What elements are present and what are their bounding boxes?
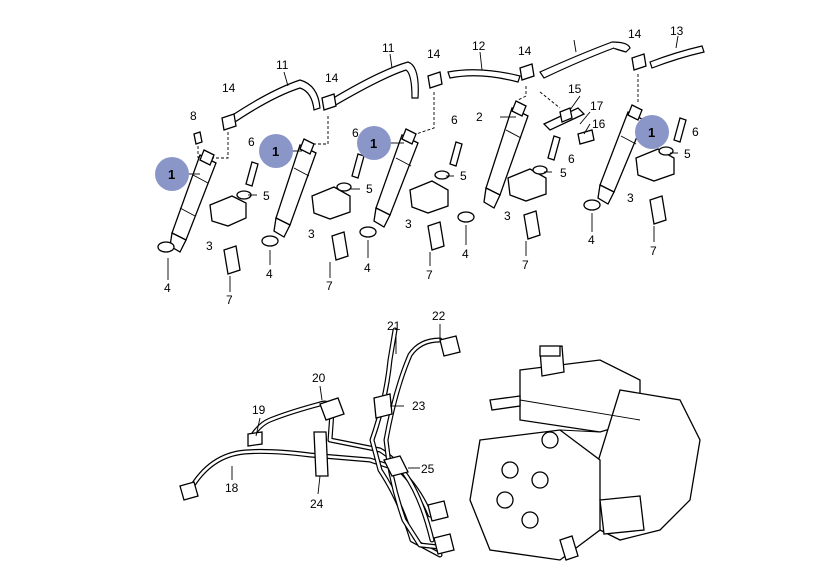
label-7-d: 7: [522, 258, 529, 272]
label-24: 24: [310, 497, 324, 511]
label-2: 2: [476, 110, 483, 124]
label-6-c: 6: [451, 113, 458, 127]
label-3-e: 3: [627, 191, 634, 205]
guide-lines: [197, 74, 639, 159]
label-6-e: 6: [692, 125, 699, 139]
label-3-d: 3: [504, 209, 511, 223]
leak-off-hoses: [227, 41, 705, 125]
label-7-a: 7: [226, 293, 233, 307]
label-20: 20: [312, 371, 326, 385]
label-15: 15: [568, 82, 582, 96]
label-25: 25: [421, 462, 435, 476]
label-14-e: 14: [628, 27, 642, 41]
label-7-b: 7: [326, 279, 333, 293]
label-21: 21: [387, 319, 401, 333]
label-11-a: 11: [276, 58, 289, 72]
callout-1-d[interactable]: 1: [635, 115, 669, 149]
label-16: 16: [592, 117, 606, 131]
label-14-a: 14: [222, 81, 236, 95]
label-4-c: 4: [364, 261, 371, 275]
svg-text:1: 1: [370, 136, 377, 151]
label-4-d: 4: [462, 247, 469, 261]
bolt-parts: [245, 117, 687, 187]
callout-1-a[interactable]: 1: [155, 157, 189, 191]
part-number-labels: 2 3 3 3 3 3 4 4 4 4 4 5 5 5 5 5 6 6 6 6 …: [164, 24, 699, 511]
label-14-b: 14: [325, 71, 339, 85]
highlighted-callouts: 1 1 1 1: [155, 115, 669, 191]
label-22: 22: [432, 309, 446, 323]
pin-part: [193, 131, 203, 145]
label-12: 12: [472, 39, 486, 53]
injector-group: [157, 41, 705, 275]
label-4-b: 4: [266, 267, 273, 281]
label-8: 8: [190, 109, 197, 123]
svg-text:1: 1: [648, 125, 655, 140]
label-18: 18: [225, 481, 239, 495]
hose-clip-parts: [221, 53, 647, 131]
label-3-c: 3: [405, 217, 412, 231]
injector-5: [597, 104, 645, 205]
label-14-c: 14: [427, 47, 441, 61]
callout-1-b[interactable]: 1: [259, 134, 293, 168]
label-5-e: 5: [684, 147, 691, 161]
callout-1-c[interactable]: 1: [357, 126, 391, 160]
clamp-parts: [209, 148, 675, 227]
return-connector: [542, 107, 595, 145]
label-6-d: 6: [568, 152, 575, 166]
injection-pump: [469, 345, 701, 561]
label-7-e: 7: [650, 244, 657, 258]
label-14-d: 14: [518, 44, 532, 58]
label-3-a: 3: [206, 239, 213, 253]
label-5-c: 5: [460, 169, 467, 183]
label-5-b: 5: [366, 182, 373, 196]
label-17: 17: [590, 99, 604, 113]
label-5-a: 5: [263, 189, 270, 203]
sleeve-parts: [223, 195, 667, 275]
washer-parts: [157, 199, 601, 253]
label-7-c: 7: [426, 268, 433, 282]
injector-2: [273, 138, 317, 238]
injection-pipes: [179, 327, 461, 558]
label-11-b: 11: [382, 41, 395, 55]
label-4-e: 4: [588, 233, 595, 247]
label-19: 19: [252, 403, 266, 417]
label-5-d: 5: [560, 166, 567, 180]
label-3-b: 3: [308, 227, 315, 241]
injector-3: [373, 128, 419, 228]
label-4-a: 4: [164, 281, 171, 295]
label-23: 23: [412, 399, 426, 413]
injector-4: [483, 100, 529, 209]
label-6-a: 6: [248, 135, 255, 149]
seal-washer-parts: [236, 146, 674, 200]
svg-text:1: 1: [272, 144, 279, 159]
injector-1: [169, 149, 217, 253]
label-13: 13: [670, 24, 684, 38]
label-6-b: 6: [352, 126, 359, 140]
svg-text:1: 1: [168, 167, 175, 182]
